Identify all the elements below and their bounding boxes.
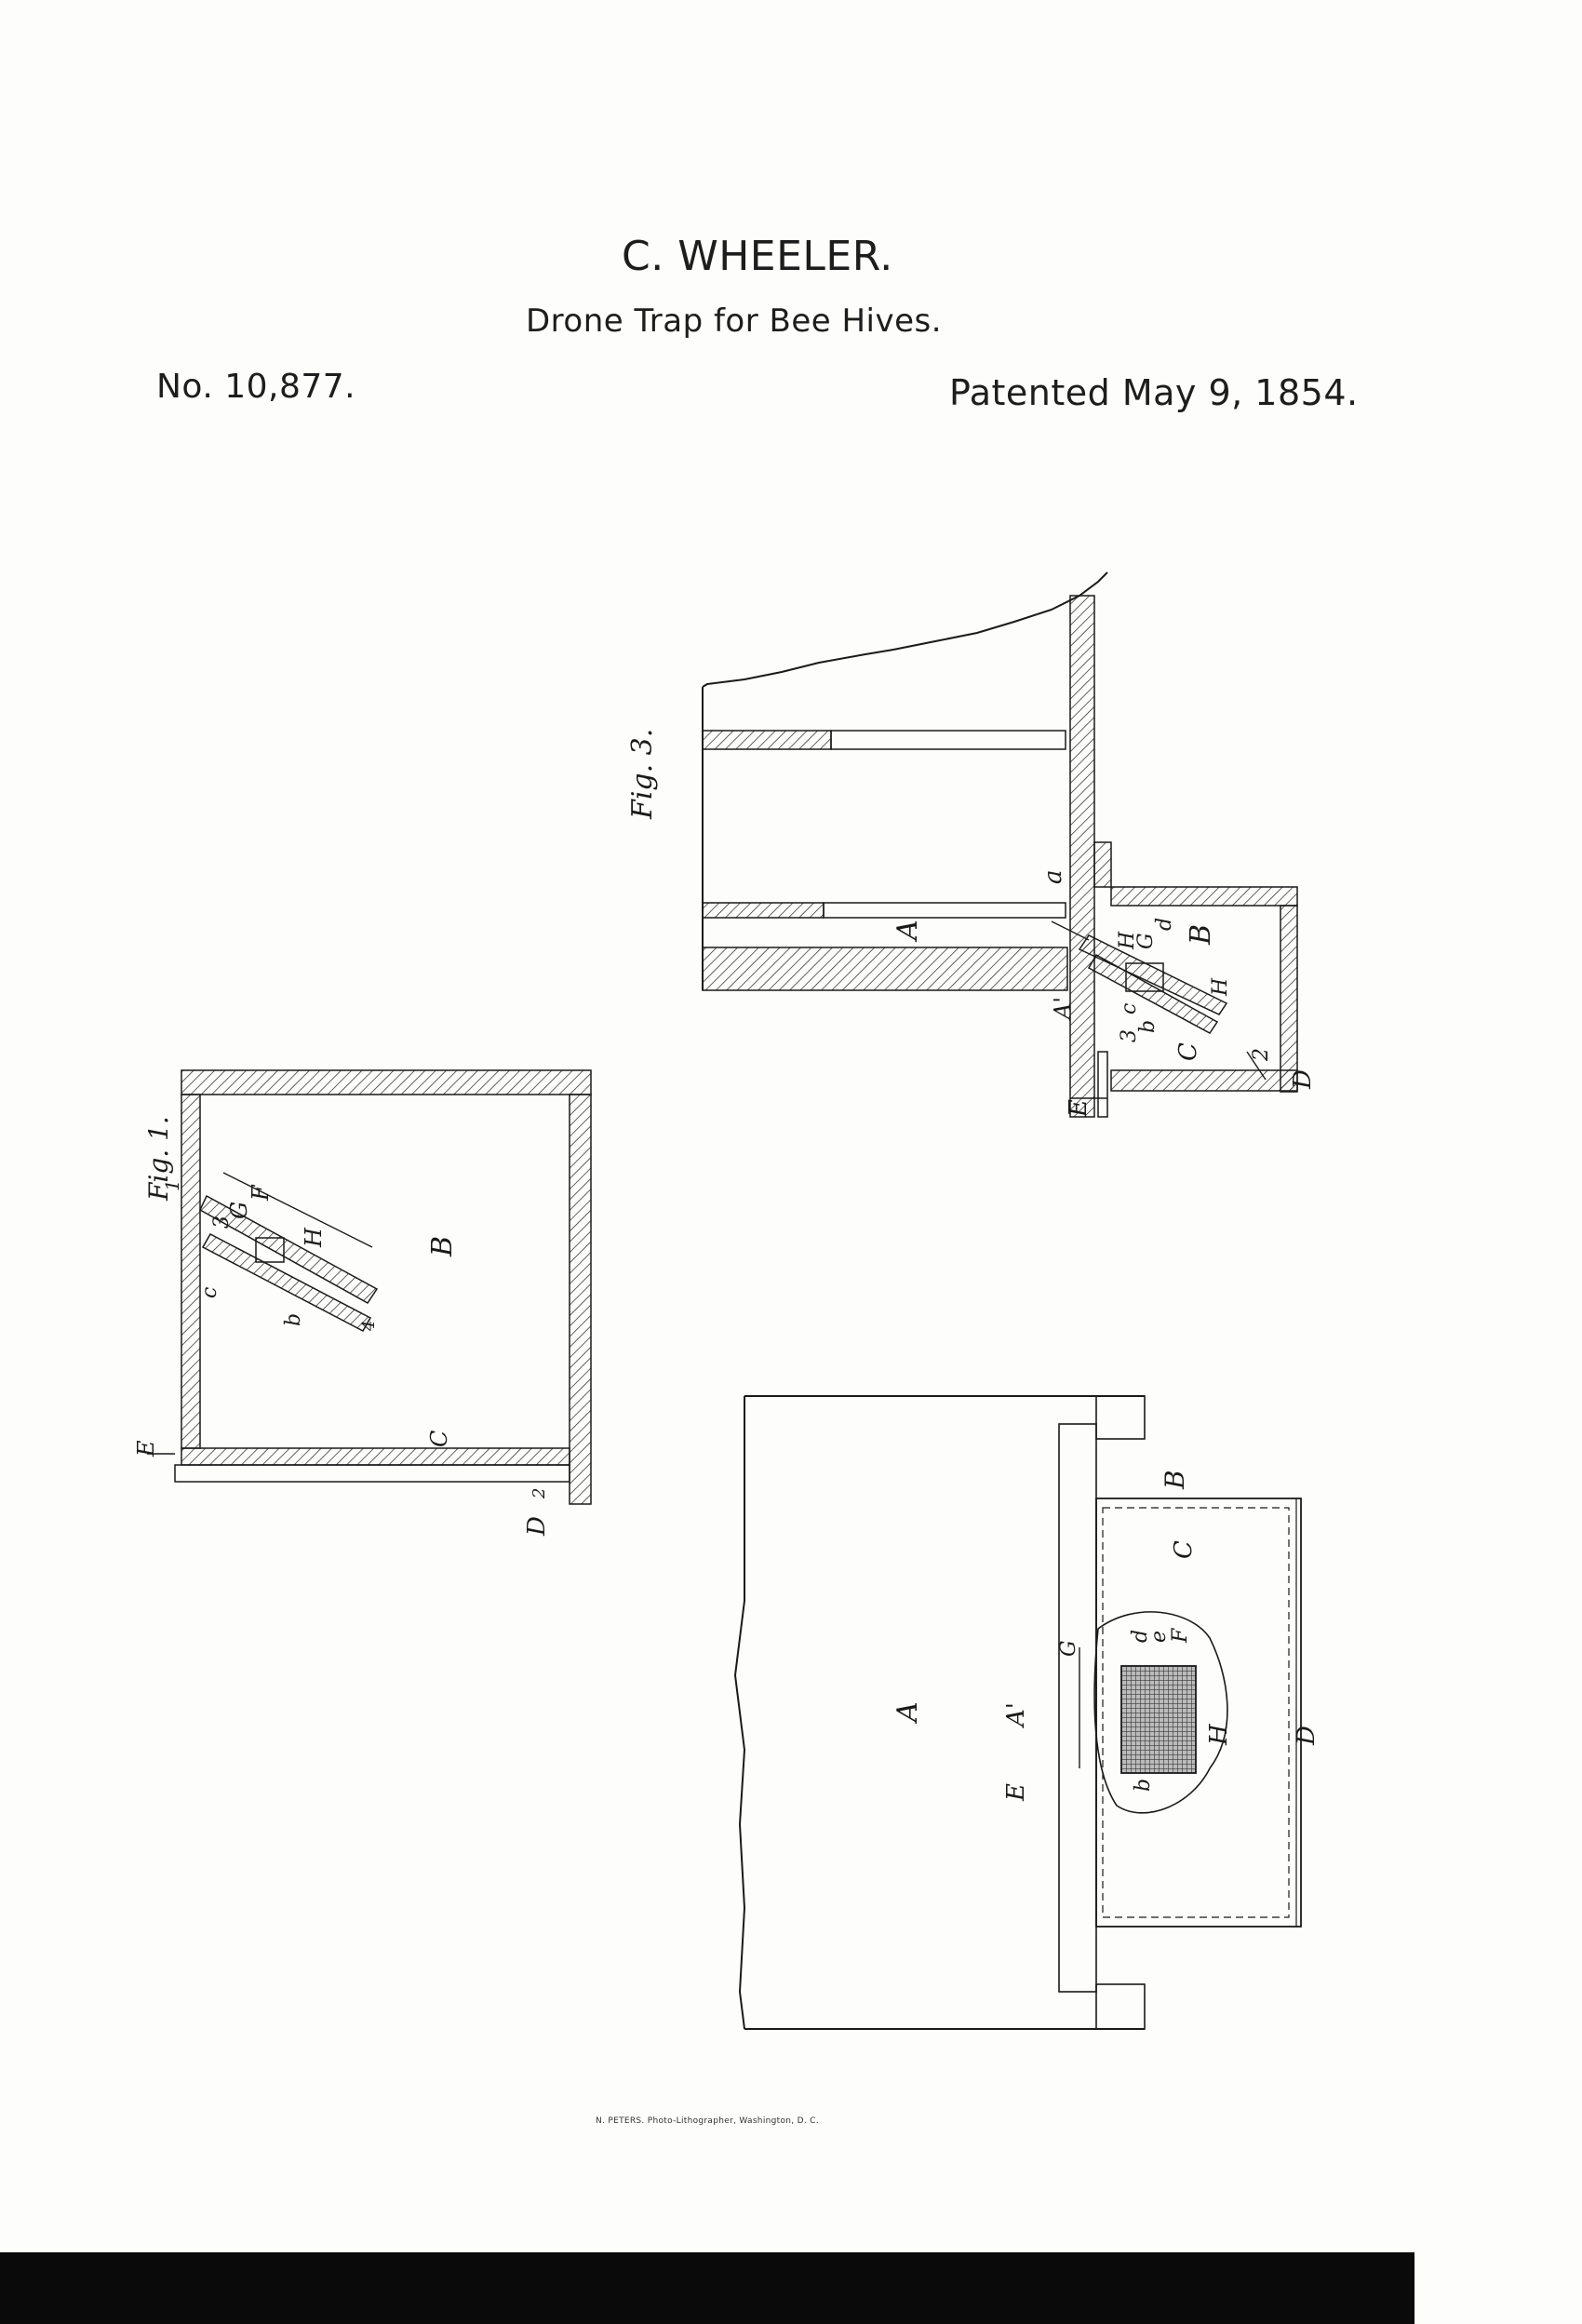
fig3-box-top xyxy=(1110,886,1298,907)
fig2-bottom-block xyxy=(1095,1983,1146,2030)
fig2-break-line xyxy=(733,1396,746,2030)
fig1-label-D: D xyxy=(523,1516,551,1537)
fig3-label-3: 3 xyxy=(1118,1029,1141,1042)
fig2-label-d: d xyxy=(1129,1630,1152,1643)
fig3-upper-bar xyxy=(830,730,1066,750)
fig3-middle-frame xyxy=(702,902,825,919)
fig2-cutaway xyxy=(1093,1611,1228,1814)
fig1-label-3: 3 xyxy=(210,1216,234,1229)
fig2-label-A: A xyxy=(892,1701,924,1725)
fig3-middle-bar xyxy=(823,902,1066,919)
fig1-top-wall xyxy=(181,1069,592,1095)
fig1-slide xyxy=(174,1464,570,1483)
fig3-label-d: d xyxy=(1153,918,1176,931)
fig1-label-c: c xyxy=(198,1287,221,1298)
fig3-arrow-2 xyxy=(1246,1051,1267,1081)
fig3-valve xyxy=(1125,962,1164,992)
fig1-label-1: 1 xyxy=(161,1179,183,1191)
fig3-slide xyxy=(1097,1051,1108,1118)
fig3-cone-lower xyxy=(1087,953,1219,1034)
fig3-label-a: a xyxy=(1039,869,1067,884)
fig3-upper-frame xyxy=(702,730,832,750)
fig1-valve xyxy=(255,1237,285,1263)
fig2-label-F: F xyxy=(1169,1628,1192,1644)
fig3-label-2: 2 xyxy=(1250,1048,1273,1062)
fig3-box-bottom xyxy=(1110,1069,1298,1092)
fig2-inner-dashed xyxy=(1102,1507,1290,1918)
fig1-bottom-wall xyxy=(181,1447,570,1466)
fig3-entrance-tab xyxy=(1093,841,1112,888)
fig2-label-B: B xyxy=(1160,1470,1190,1490)
scan-edge-bar xyxy=(0,2252,1414,2324)
fig3-label-C: C xyxy=(1174,1042,1202,1061)
figure-1: Fig. 1. 1 3 G F H c b 4 B C 2 E D xyxy=(133,1069,592,1537)
fig1-left-wall xyxy=(181,1094,201,1449)
fig3-hive-wall xyxy=(1069,595,1095,1118)
fig1-label-C: C xyxy=(426,1431,452,1447)
fig2-label-G: G xyxy=(1057,1640,1080,1657)
fig3-label-b: b xyxy=(1136,1020,1160,1033)
fig3-break-line xyxy=(702,571,1108,688)
fig2-label-D: D xyxy=(1293,1726,1321,1746)
fig3-bottom-frame xyxy=(702,947,1068,991)
fig1-label-G: G xyxy=(226,1202,252,1219)
lithographer-imprint: N. PETERS. Photo-Lithographer, Washingto… xyxy=(596,2116,819,2126)
inventor-name: C. WHEELER. xyxy=(622,233,893,280)
fig1-label-b: b xyxy=(282,1313,305,1326)
fig2-label-C: C xyxy=(1170,1540,1198,1559)
fig2-label-E: E xyxy=(1002,1783,1030,1802)
figure-2: A A' E G d e F H b C B D xyxy=(733,1395,1321,2030)
fig3-box-right xyxy=(1280,905,1298,1093)
fig2-label-H: H xyxy=(1205,1723,1233,1746)
fig1-label-H: H xyxy=(301,1227,327,1248)
fig2-label-b: b xyxy=(1132,1779,1155,1792)
fig3-caption: Fig. 3. xyxy=(626,729,659,820)
fig3-label-B: B xyxy=(1185,924,1217,946)
patent-title: Drone Trap for Bee Hives. xyxy=(526,302,943,340)
patent-date: Patented May 9, 1854. xyxy=(949,372,1359,413)
fig2-mesh-screen xyxy=(1120,1665,1197,1774)
fig3-arrow-a xyxy=(1051,920,1090,941)
fig3-label-A-prime: A' xyxy=(1050,997,1076,1021)
fig1-label-2: 2 xyxy=(530,1488,549,1499)
patent-number: No. 10,877. xyxy=(156,368,356,406)
fig1-label-B: B xyxy=(426,1236,459,1257)
fig1-flap-F xyxy=(222,1172,373,1248)
fig3-cone-upper xyxy=(1078,934,1228,1015)
fig3-label-A: A xyxy=(892,920,924,943)
fig1-label-E: E xyxy=(133,1440,159,1458)
fig3-label-c: c xyxy=(1118,1003,1141,1014)
fig1-cone-lower xyxy=(201,1233,372,1332)
fig1-caption: Fig. 1. xyxy=(143,1116,174,1202)
fig1-cone-upper xyxy=(199,1194,379,1304)
fig1-label-4: 4 xyxy=(359,1321,379,1332)
fig3-label-G: G xyxy=(1134,933,1158,949)
fig1-right-wall xyxy=(569,1094,592,1505)
fig2-trap-box xyxy=(1095,1498,1302,1928)
fig2-top-block xyxy=(1095,1395,1146,1440)
fig2-label-A-prime: A' xyxy=(1002,1702,1030,1728)
fig3-label-H: H xyxy=(1116,931,1139,950)
fig2-label-e: e xyxy=(1147,1631,1171,1643)
fig2-board xyxy=(1058,1423,1097,1993)
fig3-label-H2: H xyxy=(1209,977,1232,997)
fig1-label-F: F xyxy=(248,1184,274,1202)
fig3-label-D: D xyxy=(1289,1069,1317,1090)
fig3-label-E: E xyxy=(1065,1099,1093,1118)
